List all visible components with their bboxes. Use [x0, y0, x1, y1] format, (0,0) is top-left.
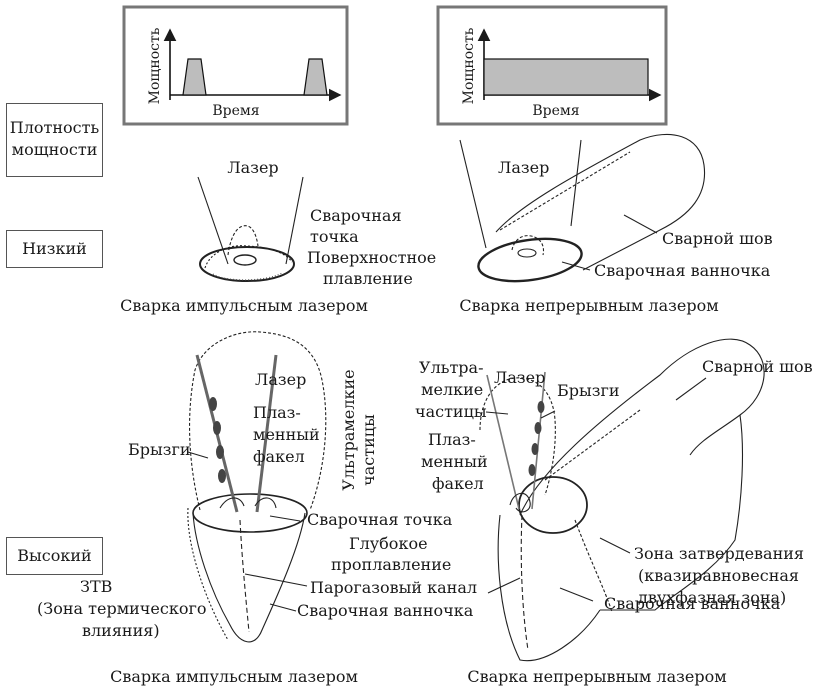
low-pulsed-laser-label: Лазер: [227, 158, 278, 177]
high-cont-spatter-label: Брызги: [557, 381, 620, 400]
low-cont-laser-label: Лазер: [498, 158, 549, 177]
spatter-drop: [213, 421, 221, 435]
high-cont-plasma-label-1: Плаз-: [428, 430, 476, 449]
hc-pool-leader: [560, 588, 593, 601]
high-cont-ultrafine-label-2: мелкие: [421, 380, 483, 399]
laser-beam-right: [286, 177, 303, 264]
hc-seam-leader: [676, 378, 706, 400]
spatter-drop: [538, 401, 545, 413]
low-pulsed-caption: Сварка импульсным лазером: [120, 296, 368, 315]
pool-leader-high: [270, 604, 296, 611]
low-pulsed-weld-spot-label-2: точка: [310, 227, 359, 246]
high-cont-plasma-label-3: факел: [432, 474, 484, 493]
melt-zone-outline: [228, 226, 258, 255]
high-pulsed-plasma-label-2: менный: [253, 425, 320, 444]
high-cont-ultrafine-label-1: Ультра-: [419, 358, 483, 377]
low-pulsed-surface-melt-label-1: Поверхностное: [307, 248, 436, 267]
high-pulsed-weld-pool-label: Сварочная ванночка: [297, 601, 474, 620]
swirl-1: [220, 498, 244, 508]
spatter-drop: [532, 443, 539, 455]
high-pulsed-haz-label-2: (Зона термического: [37, 599, 206, 618]
hc-weld-pool-top: [519, 477, 587, 533]
high-cont-solid-zone-label-2: (квазиравновесная: [638, 566, 799, 585]
high-pulsed-weld-spot-label: Сварочная точка: [307, 510, 453, 529]
weld-spot-top: [193, 494, 307, 532]
keyhole-leader: [245, 574, 307, 586]
high-cont-caption: Сварка непрерывным лазером: [467, 667, 726, 686]
high-pulsed-laser-label: Лазер: [255, 370, 306, 389]
spatter-drop: [216, 445, 224, 459]
continuous-graph-xlabel: Время: [532, 103, 579, 119]
continuous-power-level: [484, 59, 648, 95]
hc-body-front: [498, 515, 600, 661]
high-cont-weld-seam-label: Сварной шов: [702, 357, 813, 376]
high-cont-ultrafine-label-3: частицы: [415, 402, 487, 421]
weld-seam-cylinder: [496, 134, 705, 270]
haz-outline: [188, 508, 228, 640]
hc-spatter-leader: [541, 411, 555, 418]
high-pulsed-spatter-label: Брызги: [128, 440, 191, 459]
spatter-drop: [218, 469, 226, 483]
high-pulsed-haz-label-1: ЗТВ: [80, 577, 112, 596]
low-cont-weld-seam-label: Сварной шов: [662, 229, 773, 248]
cw-weld-pool-ellipse: [476, 233, 585, 287]
high-cont-laser-label: Лазер: [494, 368, 545, 387]
cw-laser-beam-left: [460, 140, 486, 248]
high-pulsed-haz-label-3: влияния): [82, 621, 160, 640]
hc-solid-zone-leader: [600, 538, 630, 553]
continuous-graph-ylabel: Мощность: [461, 27, 477, 104]
hc-seam-edge: [545, 410, 640, 480]
high-pulsed-caption: Сварка импульсным лазером: [110, 667, 358, 686]
spatter-drop: [535, 422, 542, 434]
high-pulsed-keyhole-label: Парогазовый канал: [310, 578, 477, 597]
low-cont-caption: Сварка непрерывным лазером: [459, 296, 718, 315]
cw-laser-beam-right: [571, 140, 581, 226]
spatter-drop: [209, 397, 217, 411]
low-pulsed-illustration: [198, 177, 303, 281]
hc-laser-beam-left: [487, 375, 519, 509]
hc-keyhole: [521, 515, 528, 650]
low-cont-weld-pool-label: Сварочная ванночка: [594, 261, 771, 280]
high-pulsed-plasma-label-1: Плаз-: [253, 403, 301, 422]
high-cont-plasma-label-2: менный: [421, 452, 488, 471]
high-pulsed-ultrafine-label-1: Ультрамелкие: [339, 369, 358, 490]
low-pulsed-surface-melt-label-2: плавление: [323, 269, 413, 288]
high-pulsed-plasma-label-3: факел: [253, 447, 305, 466]
high-pulsed-deep-melt-label-2: проплавление: [331, 555, 451, 574]
spatter-drop: [529, 464, 536, 476]
continuous-power-graph: Мощность Время: [438, 7, 666, 124]
pulsed-power-graph: Мощность Время: [124, 7, 347, 124]
cw-spot-inner: [518, 249, 536, 257]
high-cont-weld-pool-label: Сварочная ванночка: [604, 594, 781, 613]
pulsed-graph-xlabel: Время: [212, 103, 259, 119]
hc-laser-beam-right: [532, 372, 545, 509]
hc-keyhole-leader: [488, 578, 520, 593]
pulsed-graph-ylabel: Мощность: [147, 27, 163, 104]
weld-spot-leader: [270, 516, 300, 521]
high-cont-solid-zone-label-1: Зона затвердевания: [634, 544, 804, 563]
laser-beam-left: [198, 177, 228, 264]
seam-leader: [624, 215, 657, 233]
keyhole: [240, 520, 249, 632]
weld-spot-inner: [234, 255, 256, 265]
high-pulsed-deep-melt-label-1: Глубокое: [349, 534, 428, 553]
low-pulsed-weld-spot-label-1: Сварочная: [310, 206, 402, 225]
high-pulsed-ultrafine-label-2: частицы: [359, 414, 378, 486]
